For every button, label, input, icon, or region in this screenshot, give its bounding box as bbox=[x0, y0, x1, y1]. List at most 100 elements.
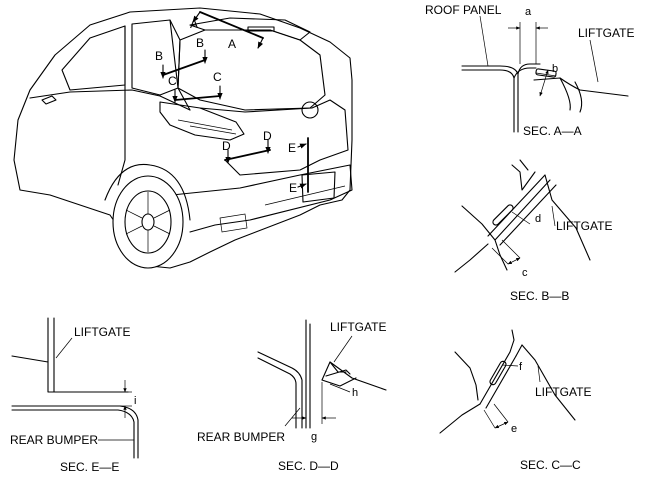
door-handle bbox=[41, 95, 57, 105]
dim-c-ext2 bbox=[501, 239, 521, 259]
body-panel-c bbox=[454, 351, 479, 401]
liftgate-glass-c bbox=[479, 351, 517, 409]
rear-bumper bbox=[171, 164, 353, 233]
dim-f-line bbox=[501, 364, 519, 367]
cut-line-d: D D bbox=[222, 129, 272, 164]
dim-d-label: d bbox=[535, 213, 541, 225]
door-line bbox=[117, 25, 126, 186]
liftgate-d-seal bbox=[321, 369, 357, 387]
dim-h-label: h bbox=[352, 387, 358, 399]
section-e-e: i LIFTGATE REAR BUMPER SEC. E—E bbox=[10, 317, 139, 474]
cut-label: D bbox=[222, 139, 231, 153]
liftgate-leader-c bbox=[537, 365, 541, 383]
liftgate-leader-e bbox=[55, 337, 73, 359]
dim-h-line bbox=[329, 383, 351, 393]
liftgate-inner bbox=[559, 77, 583, 113]
bumper-recess bbox=[219, 213, 248, 233]
bumper-vertical-d bbox=[305, 319, 311, 429]
dim-b-label: b bbox=[552, 63, 558, 75]
cut-label: D bbox=[263, 129, 272, 143]
section-e-title: SEC. E—E bbox=[60, 460, 119, 474]
dim-e-arrow bbox=[494, 421, 509, 429]
liftgate-label-b: LIFTGATE bbox=[556, 219, 612, 233]
liftgate-label-a: LIFTGATE bbox=[578, 26, 634, 40]
dim-c-ext1 bbox=[491, 247, 509, 265]
liftgate-outline bbox=[533, 77, 629, 97]
rear-wheel bbox=[112, 175, 184, 269]
car-illustration: A A B B C C D D E E bbox=[13, 7, 353, 269]
liftgate-b-edge bbox=[511, 159, 536, 191]
c-pillar bbox=[169, 19, 191, 111]
cut-label: B bbox=[196, 36, 204, 50]
section-a-title: SEC. A—A bbox=[523, 124, 582, 138]
liftgate-outer-c bbox=[521, 344, 576, 421]
roof-panel-flange-inner bbox=[513, 67, 537, 79]
dim-a-label: a bbox=[525, 6, 532, 18]
bumper-leader-d bbox=[284, 407, 301, 427]
liftgate-label-d: LIFTGATE bbox=[330, 320, 386, 334]
section-d-d: g h LIFTGATE REAR BUMPER SEC. D—D bbox=[197, 319, 387, 473]
bumper-e bbox=[11, 405, 139, 459]
liftgate-e-vertical bbox=[47, 317, 55, 393]
cut-label: C bbox=[168, 74, 177, 88]
roof-panel-outline bbox=[461, 65, 519, 133]
cut-label: E bbox=[289, 181, 297, 195]
wheel-arch bbox=[104, 163, 191, 221]
liftgate-c-edge bbox=[509, 329, 523, 357]
stop-lamp bbox=[247, 26, 275, 32]
section-a-a: a b ROOF PANEL LIFTGATE SEC. A—A bbox=[425, 3, 634, 138]
liftgate-lower-panel bbox=[199, 99, 349, 176]
dim-c-arrow bbox=[507, 257, 521, 265]
body-panel-b-inner bbox=[454, 243, 489, 273]
cut-label: C bbox=[213, 70, 222, 84]
bumper-label-e: REAR BUMPER bbox=[10, 433, 98, 447]
emblem bbox=[301, 101, 319, 119]
cut-line-a: A A bbox=[190, 11, 264, 51]
dim-e-label: e bbox=[511, 423, 517, 435]
dim-e-ext2 bbox=[493, 403, 509, 423]
dim-d-line bbox=[511, 211, 531, 225]
roof-panel-inner bbox=[461, 69, 515, 133]
liftgate-label-e: LIFTGATE bbox=[74, 325, 130, 339]
section-c-c: e f LIFTGATE SEC. C—C bbox=[439, 329, 591, 472]
liftgate-outer-b bbox=[544, 174, 591, 261]
cut-label: B bbox=[155, 49, 163, 63]
liftgate-leader-b bbox=[551, 205, 556, 227]
dim-c-label: c bbox=[522, 267, 528, 279]
roof-panel-leader bbox=[479, 15, 489, 67]
cut-label: A bbox=[190, 17, 198, 31]
section-b-title: SEC. B—B bbox=[510, 289, 569, 303]
cut-line-e: E E bbox=[288, 137, 309, 195]
bumper-inner-d bbox=[257, 357, 297, 429]
body-panel-c-lower bbox=[439, 403, 481, 434]
liftgate-glass-b bbox=[487, 174, 557, 246]
section-d-title: SEC. D—D bbox=[278, 459, 339, 473]
lamp-detail bbox=[177, 119, 237, 135]
dim-e-ext1 bbox=[483, 409, 496, 429]
weatherstrip-c bbox=[489, 360, 507, 386]
liftgate-d-inner bbox=[329, 361, 347, 373]
bumper-label-d: REAR BUMPER bbox=[197, 430, 285, 444]
dim-i-label: i bbox=[134, 395, 136, 407]
liftgate-leader-a bbox=[589, 39, 599, 83]
cut-label: E bbox=[288, 141, 296, 155]
cut-line-b: B B bbox=[155, 36, 208, 79]
dim-b-arrow bbox=[539, 69, 549, 97]
dim-f-label: f bbox=[519, 361, 523, 373]
roof-spoiler bbox=[189, 17, 311, 41]
section-b-b: c d LIFTGATE SEC. B—B bbox=[454, 159, 612, 303]
dim-g-label: g bbox=[311, 431, 317, 443]
bumper-e-inner bbox=[11, 409, 135, 459]
liftgate-label-c: LIFTGATE bbox=[535, 385, 591, 399]
weatherstrip-b bbox=[492, 204, 514, 226]
bumper-line bbox=[264, 185, 346, 206]
cut-line-c: C C bbox=[168, 70, 223, 103]
liftgate-leader-d bbox=[333, 335, 353, 363]
roof-panel-label: ROOF PANEL bbox=[425, 3, 502, 17]
bumper-outline-d bbox=[257, 351, 303, 429]
section-c-title: SEC. C—C bbox=[520, 458, 581, 472]
rear-combination-lamp bbox=[159, 101, 245, 141]
liftgate-e bbox=[11, 355, 129, 393]
